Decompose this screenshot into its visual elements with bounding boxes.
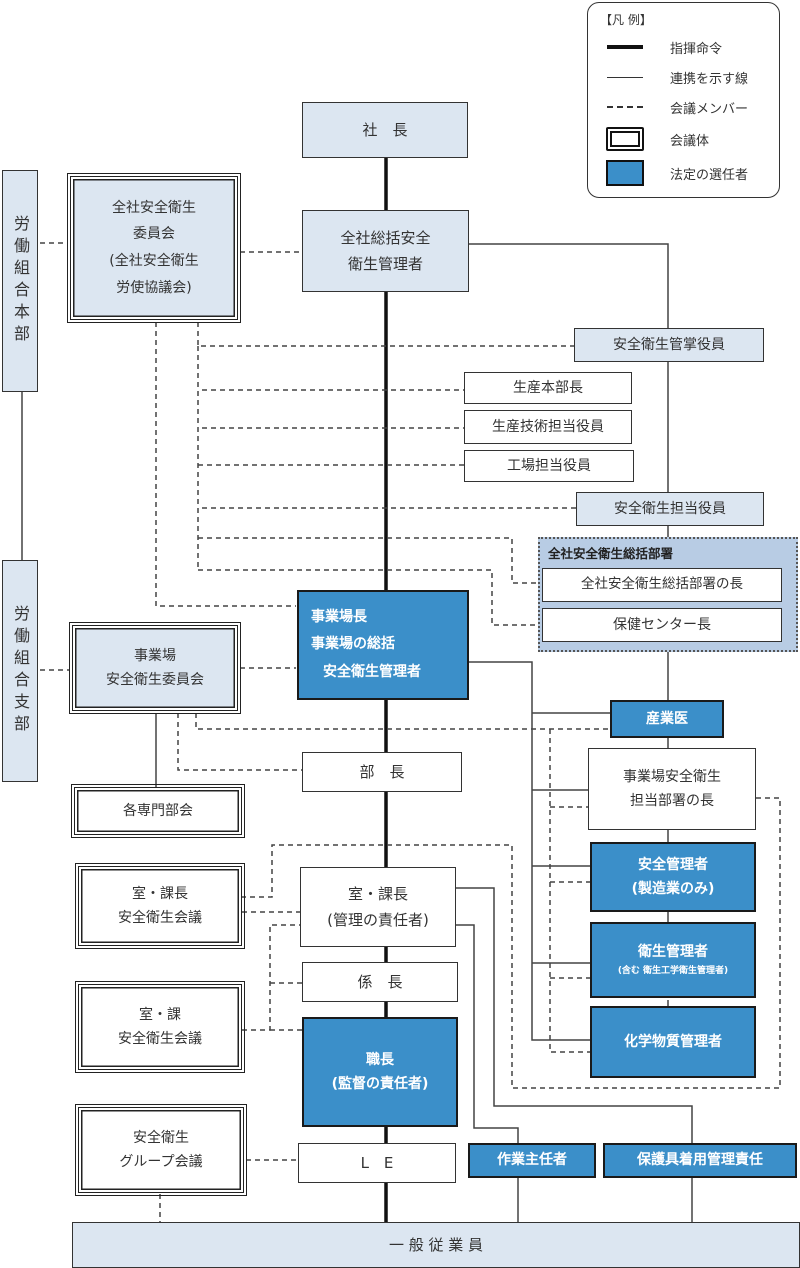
node-label: 工場担当役員 <box>507 457 591 474</box>
node-label: 全社安全衛生総括部署の長 <box>581 576 743 593</box>
node-label: (全社安全衛生 <box>109 253 199 269</box>
node-label: 社 長 <box>362 120 408 139</box>
node-production-hq-head[interactable]: 生産本部長 <box>464 372 632 404</box>
node-section-meeting-2[interactable]: 室・課 安全衛生会議 <box>75 981 245 1073</box>
dashed-line-icon <box>607 106 643 108</box>
node-employees[interactable]: 一 般 従 業 員 <box>72 1222 800 1268</box>
node-label: 担当部署の長 <box>630 793 714 809</box>
legend-item-command: 指揮命令 <box>600 35 722 59</box>
legend-item-statutory: 法定の選任者 <box>600 160 749 186</box>
node-label: 生産技術担当役員 <box>492 418 604 435</box>
node-specialist-subcommittees[interactable]: 各専門部会 <box>71 784 245 838</box>
node-production-tech-exec[interactable]: 生産技術担当役員 <box>464 410 632 444</box>
node-group-meeting[interactable]: 安全衛生 グループ会議 <box>75 1104 247 1196</box>
node-factory-exec[interactable]: 工場担当役員 <box>464 450 634 482</box>
node-department-head[interactable]: 部 長 <box>302 752 462 792</box>
node-label: (監督の責任者) <box>331 1076 429 1092</box>
node-label: 部 長 <box>359 762 405 781</box>
link-lines <box>21 243 693 1222</box>
node-le[interactable]: L E <box>298 1143 456 1183</box>
node-label: 事業場長 <box>311 609 367 626</box>
node-subsection-chief[interactable]: 係 長 <box>302 962 458 1002</box>
node-chemical-manager[interactable]: 化学物質管理者 <box>590 1006 756 1078</box>
node-label: 安全衛生委員会 <box>106 672 204 688</box>
node-label: 労使協議会) <box>116 279 192 296</box>
node-union-branch[interactable]: 労働組合支部 <box>2 560 38 782</box>
node-label: 室・課 <box>139 1006 181 1023</box>
node-label: 産業医 <box>646 710 688 727</box>
node-label: グループ会議 <box>119 1154 203 1170</box>
node-safety-manager[interactable]: 安全管理者 (製造業のみ) <box>590 842 756 912</box>
legend-label: 会議体 <box>670 133 710 149</box>
node-section-chief[interactable]: 室・課長 (管理の責任者) <box>300 867 456 947</box>
legend: 【凡 例】 指揮命令 連携を示す線 会議メンバー 会議体 法定の選任者 <box>587 2 780 198</box>
node-section-meeting-1[interactable]: 室・課長 安全衛生会議 <box>75 863 245 949</box>
double-box-icon <box>606 127 644 151</box>
legend-item-link: 連携を示す線 <box>600 65 748 89</box>
node-label: 生産本部長 <box>513 379 583 396</box>
node-hygiene-manager[interactable]: 衛生管理者 (含む 衛生工学衛生管理者) <box>590 922 756 998</box>
node-label: 化学物質管理者 <box>624 1033 722 1050</box>
node-union-hq[interactable]: 労働組合本部 <box>2 170 38 392</box>
node-label: 職長 <box>366 1051 394 1068</box>
node-label: 安全衛生 <box>133 1129 189 1146</box>
node-label: 事業場 <box>134 647 176 664</box>
node-hq-dept-head[interactable]: 全社安全衛生総括部署の長 <box>542 568 782 602</box>
node-label: (含む 衛生工学衛生管理者) <box>617 966 729 977</box>
node-company-committee[interactable]: 全社安全衛生 委員会 (全社安全衛生 労使協議会) <box>67 173 241 323</box>
node-safety-officer-exec[interactable]: 安全衛生担当役員 <box>576 492 764 526</box>
node-label: 保健センター長 <box>613 616 711 633</box>
node-occupational-physician[interactable]: 産業医 <box>610 700 724 738</box>
node-label: (製造業のみ) <box>631 881 715 897</box>
node-label: 作業主任者 <box>497 1152 567 1169</box>
node-label: 事業場の総括 <box>311 636 395 653</box>
node-label: 安全衛生管理者 <box>323 663 421 680</box>
thin-line-icon <box>607 76 643 78</box>
node-health-center-head[interactable]: 保健センター長 <box>542 608 782 642</box>
legend-item-council: 会議体 <box>600 127 709 151</box>
node-label: L E <box>360 1153 394 1172</box>
node-label: 係 長 <box>357 972 403 991</box>
thick-line-icon <box>607 45 643 49</box>
node-ppe-manager[interactable]: 保護具着用管理責任 <box>603 1143 797 1178</box>
node-label: 委員会 <box>133 226 175 243</box>
legend-label: 会議メンバー <box>670 101 749 117</box>
node-work-chief[interactable]: 作業主任者 <box>468 1143 596 1178</box>
node-label: 室・課長 <box>132 885 188 902</box>
legend-label: 指揮命令 <box>670 41 723 57</box>
node-label: 室・課長 <box>347 884 408 903</box>
node-label: 一 般 従 業 員 <box>388 1235 484 1254</box>
legend-item-member: 会議メンバー <box>600 95 748 119</box>
node-site-safety-dept-head[interactable]: 事業場安全衛生 担当部署の長 <box>588 748 756 830</box>
node-foreman[interactable]: 職長 (監督の責任者) <box>302 1017 458 1127</box>
blue-box-icon <box>606 160 644 186</box>
node-site-manager[interactable]: 事業場長 事業場の総括 安全衛生管理者 <box>297 590 469 700</box>
node-label: 全社安全衛生 <box>112 199 196 216</box>
node-label: 各専門部会 <box>123 802 193 819</box>
node-label: 労働組合支部 <box>11 605 30 737</box>
node-label: 全社総括安全 <box>340 228 431 247</box>
node-president[interactable]: 社 長 <box>302 102 468 158</box>
legend-title: 【凡 例】 <box>600 13 652 27</box>
node-label: 衛生管理者 <box>347 255 423 273</box>
node-safety-executive[interactable]: 安全衛生管掌役員 <box>574 328 764 362</box>
node-label: 安全衛生会議 <box>118 910 202 926</box>
node-label: 事業場安全衛生 <box>623 768 721 785</box>
node-label: 衛生管理者 <box>638 943 708 960</box>
node-label: 安全衛生会議 <box>118 1031 202 1047</box>
node-general-safety-manager[interactable]: 全社総括安全 衛生管理者 <box>302 210 469 292</box>
legend-label: 連携を示す線 <box>670 71 749 87</box>
node-label: 安全管理者 <box>638 856 708 873</box>
node-site-committee[interactable]: 事業場 安全衛生委員会 <box>69 622 241 714</box>
node-label: 労働組合本部 <box>11 215 30 347</box>
member-lines <box>40 242 781 1222</box>
group-title: 全社安全衛生総括部署 <box>548 546 674 561</box>
node-label: 安全衛生担当役員 <box>614 500 726 517</box>
node-label: 安全衛生管掌役員 <box>613 336 725 353</box>
node-label: (管理の責任者) <box>327 911 429 929</box>
legend-label: 法定の選任者 <box>670 167 749 183</box>
node-label: 保護具着用管理責任 <box>637 1152 763 1169</box>
